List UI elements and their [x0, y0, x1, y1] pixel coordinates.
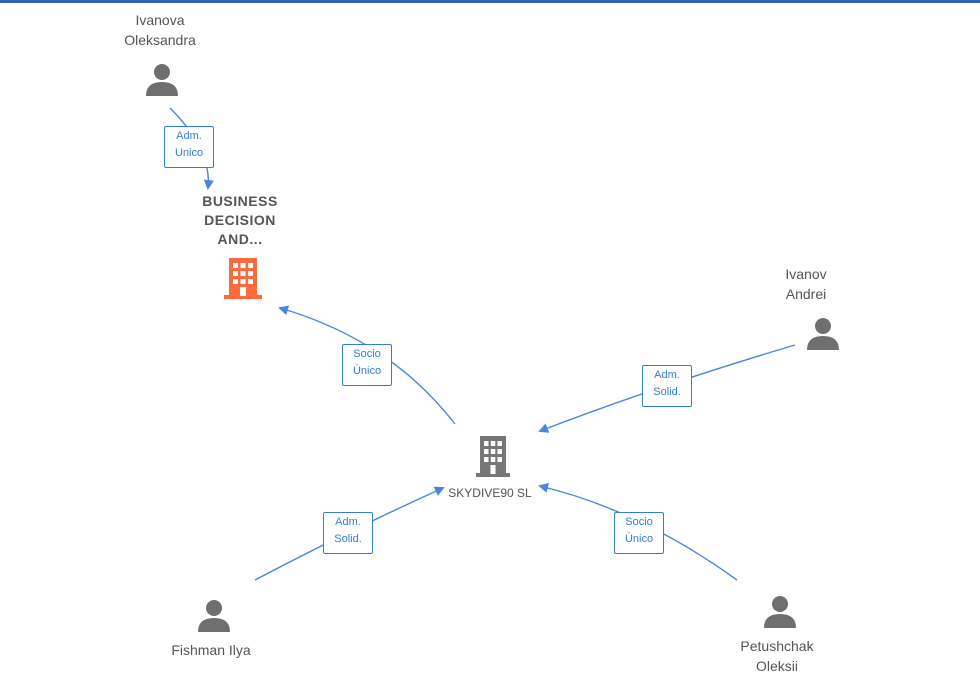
edge-label-line-1: Socio: [625, 516, 653, 528]
edge-label-line-2: Solid.: [334, 533, 362, 545]
edge-label-line-2: Único: [624, 533, 654, 545]
edge-label-ivanova-business[interactable]: Adm. Unico: [164, 126, 214, 168]
person-icon[interactable]: [144, 62, 180, 98]
building-icon[interactable]: [222, 256, 264, 300]
edge-label-line-1: Socio: [353, 348, 381, 360]
node-label-petushchak: Petushchak Oleksii: [725, 636, 829, 676]
ivanov-first-line: Ivanov: [785, 266, 827, 282]
node-label-business: BUSINESS DECISION AND...: [180, 192, 300, 249]
top-accent-bar: [0, 0, 980, 3]
person-icon[interactable]: [196, 598, 232, 634]
edge-label-skydive-business[interactable]: Socio Único: [342, 344, 392, 386]
node-label-fishman: Fishman Ilya: [171, 642, 251, 658]
business-line-2: DECISION: [204, 212, 276, 228]
edge-label-line-1: Adm.: [335, 516, 361, 528]
edge-label-line-1: Adm.: [176, 130, 202, 142]
person-icon[interactable]: [805, 316, 841, 352]
person-icon[interactable]: [762, 594, 798, 630]
edge-label-ivanov-skydive[interactable]: Adm. Solid.: [642, 365, 692, 407]
petushchak-first-line: Petushchak: [740, 638, 814, 654]
building-icon[interactable]: [474, 434, 512, 478]
edge-label-fishman-skydive[interactable]: Adm. Solid.: [323, 512, 373, 554]
edge-label-line-2: Único: [352, 365, 382, 377]
edge-label-line-2: Unico: [174, 147, 204, 159]
ivanova-first-line: Ivanova: [135, 12, 185, 28]
ivanova-second-line: Oleksandra: [124, 32, 196, 48]
ivanov-second-line: Andrei: [785, 286, 827, 302]
node-label-ivanova: Ivanova Oleksandra: [110, 10, 210, 50]
node-label-skydive: SKYDIVE90 SL: [448, 486, 532, 500]
edge-label-line-2: Solid.: [653, 386, 681, 398]
node-label-ivanov: Ivanov Andrei: [776, 264, 836, 304]
edge-label-line-1: Adm.: [654, 369, 680, 381]
petushchak-second-line: Oleksii: [755, 658, 798, 674]
edge-label-petushchak-skydive[interactable]: Socio Único: [614, 512, 664, 554]
business-line-3: AND...: [217, 231, 263, 247]
business-line-1: BUSINESS: [202, 193, 278, 209]
